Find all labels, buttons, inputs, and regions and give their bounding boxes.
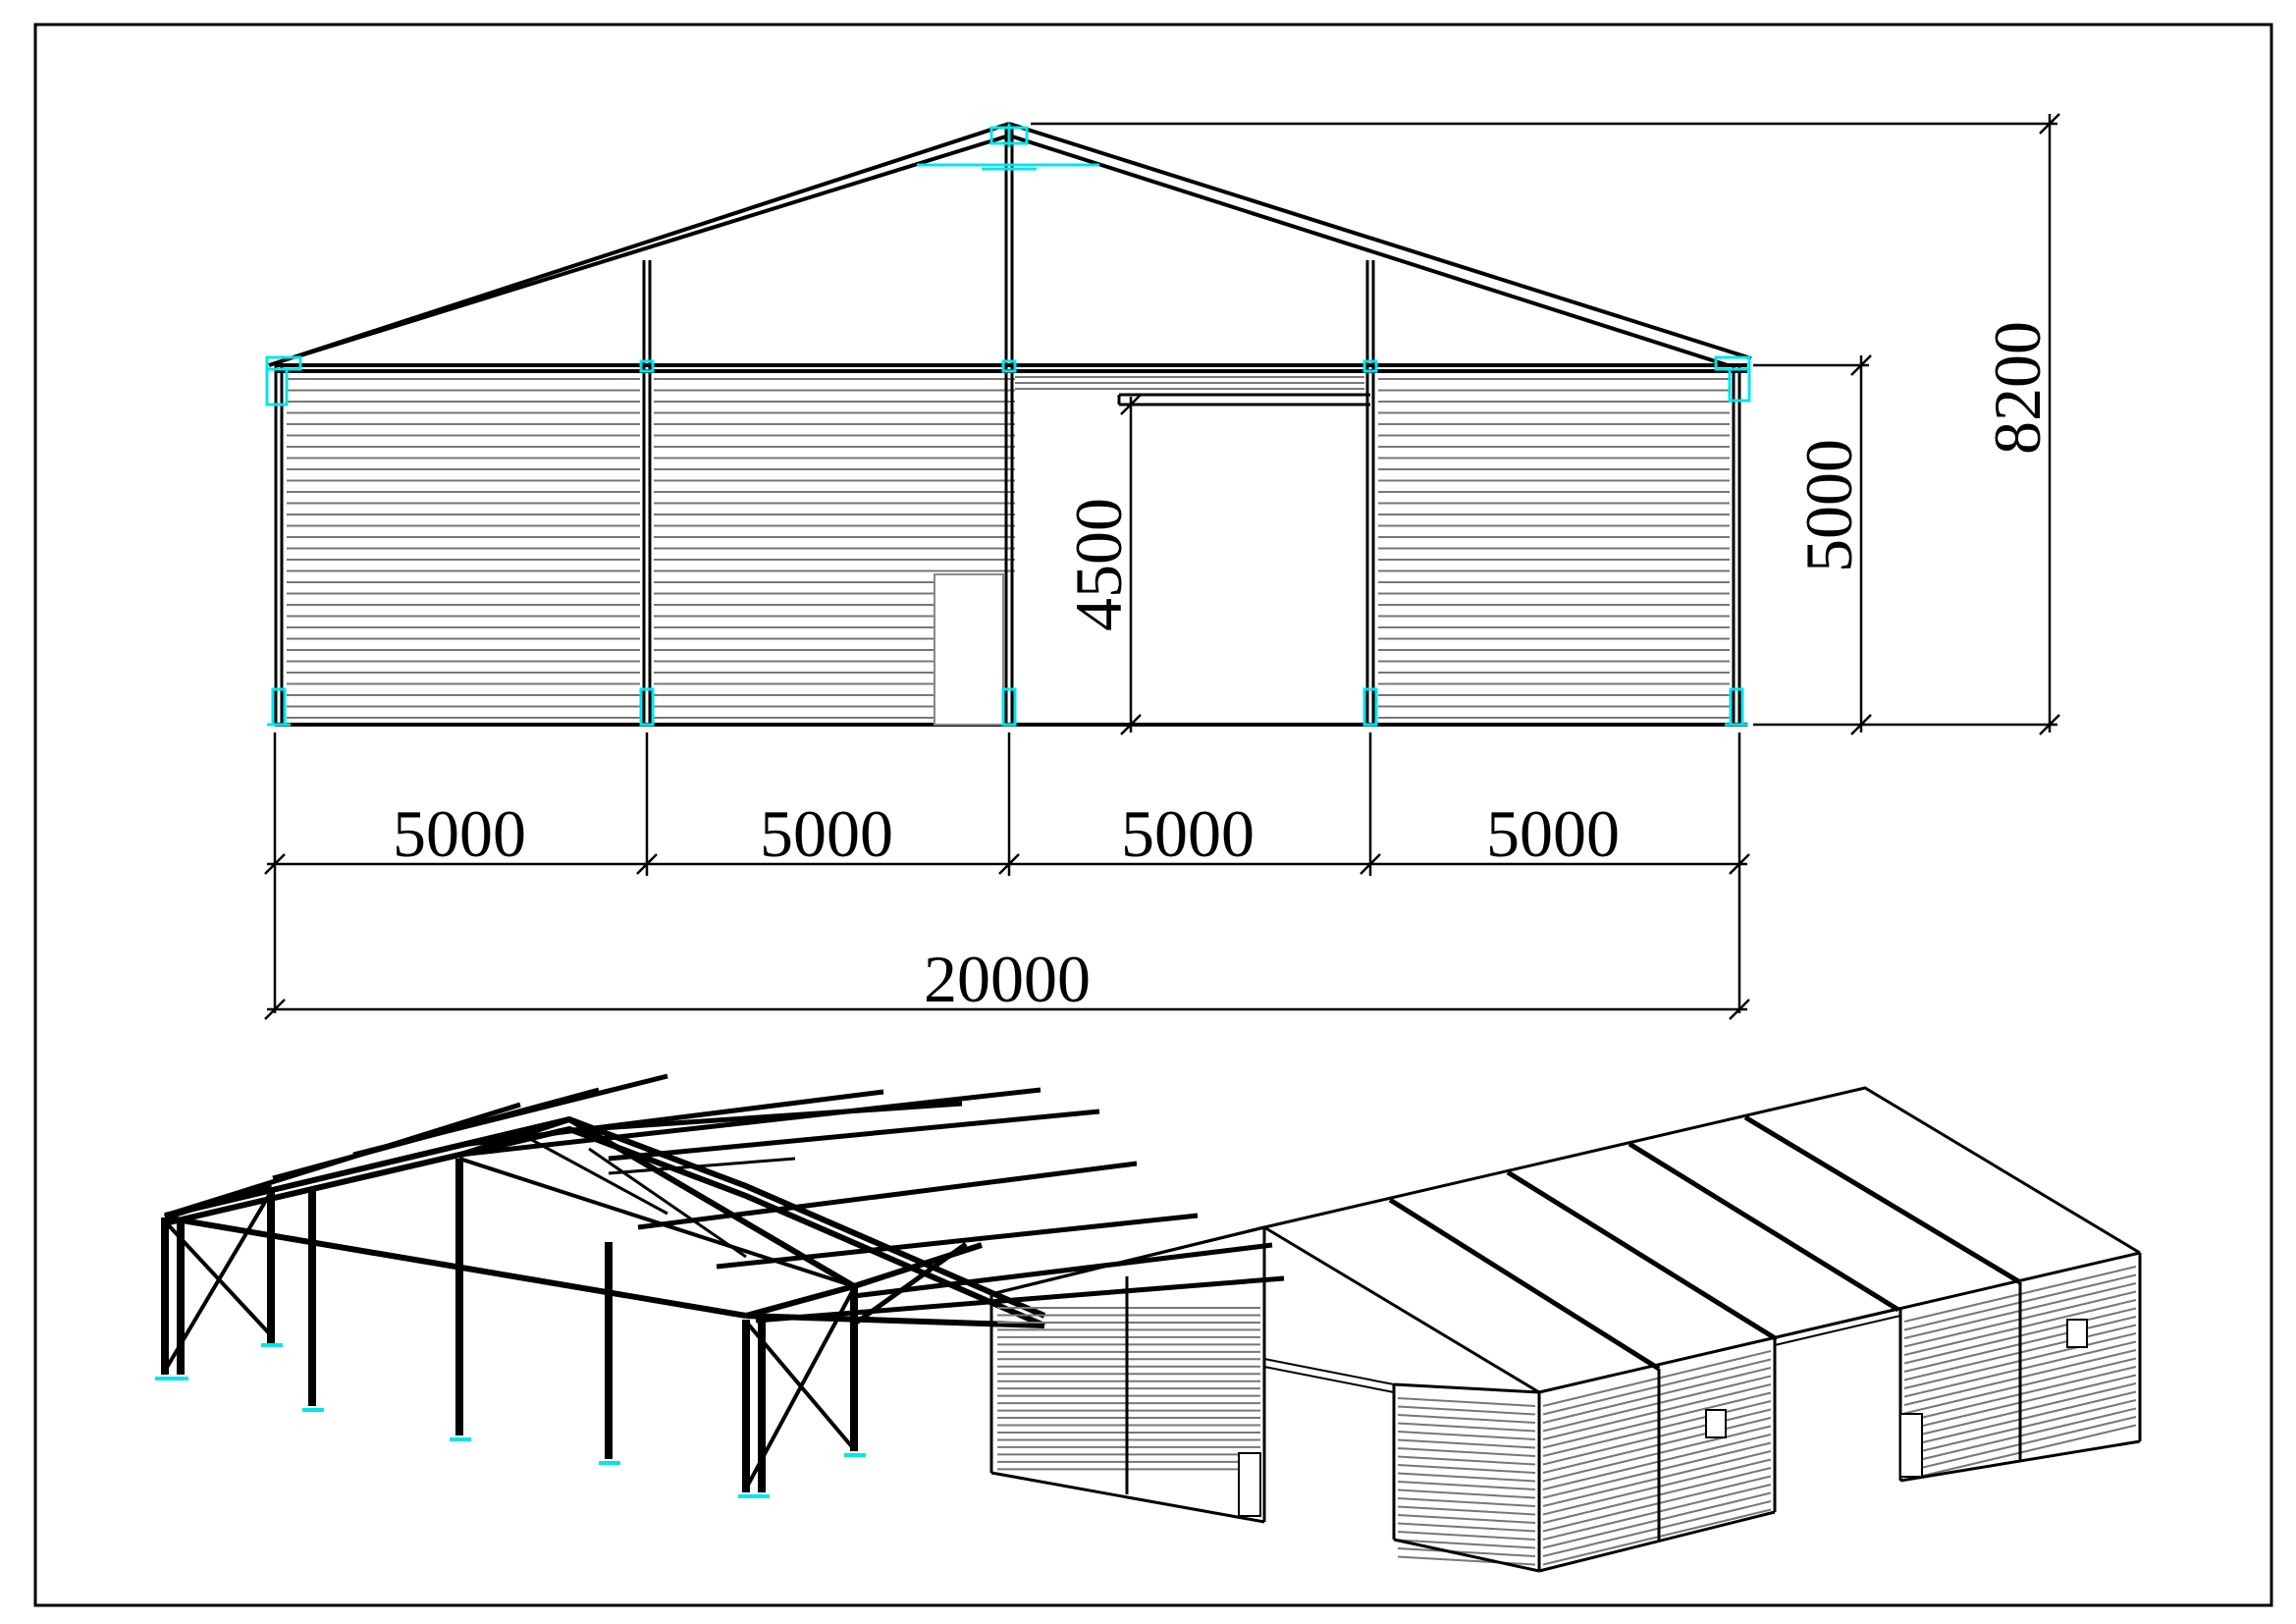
cladding-line [1542,1367,1772,1424]
cladding-line [1542,1491,1772,1549]
cladding-line [1397,1472,1536,1483]
cladding-line [1397,1514,1536,1524]
cladding-line [1542,1391,1772,1449]
dim-total-span: 20000 [924,942,1091,1016]
cladding-line [1542,1467,1772,1524]
cladding-line [1542,1500,1772,1557]
dim-bay-3: 5000 [1121,796,1255,871]
dim-bay-2: 5000 [760,796,893,871]
cladding-line [1397,1397,1536,1407]
cladding-line [1397,1547,1536,1557]
cladding-line [1397,1455,1536,1466]
dim-door-height: 4500 [1061,498,1136,631]
columns [274,128,1741,725]
cladding-line [1397,1497,1536,1507]
dim-bay-4: 5000 [1486,796,1620,871]
cladding-line [1542,1508,1772,1566]
cladding-line [1542,1434,1772,1490]
roof-rafters [268,122,1752,367]
personnel-door [934,573,1004,726]
connector-hardware [265,124,1751,727]
cladding-line [1397,1447,1536,1457]
frame-columns [161,1159,858,1492]
structural-frame-isometric [155,1073,1285,1498]
frame-bracing [163,1157,856,1489]
cladding-line [1397,1481,1536,1490]
clad-side-wall [1397,1266,2137,1566]
wall-cladding [287,376,1730,719]
cladding-line [1397,1464,1536,1474]
frame-rafters [164,1115,1046,1328]
frame-base-plates [155,1343,866,1498]
cladding-line [1397,1405,1536,1416]
cladding-line [1397,1438,1536,1449]
cladding-line [1397,1489,1536,1499]
dim-ridge-height: 8200 [1980,321,2055,455]
cladding-line [1397,1505,1536,1516]
cladding-line [1542,1408,1772,1466]
clad-roof-seams [1388,1114,2022,1372]
cladding-line [1542,1450,1772,1507]
cladding-line [1542,1441,1772,1499]
cladding-line [1397,1555,1536,1566]
cladding-line [1397,1531,1536,1541]
cladding-line [1542,1375,1772,1433]
drawing-border [33,23,2273,1607]
cladding-line [1542,1475,1772,1533]
cladding-line [1542,1458,1772,1516]
cladding-line [1397,1422,1536,1433]
clad-tent-isometric [989,1086,2142,1573]
dim-eave-height: 5000 [1791,439,1866,572]
cladding-line [1542,1383,1772,1440]
dimension-lines [264,113,2060,1020]
clad-gable-wall [997,1307,1260,1471]
clad-eave [989,1225,1266,1473]
cladding-line [1542,1358,1772,1416]
cladding-line [1397,1414,1536,1424]
frame-purlins [164,1073,1285,1328]
dim-bay-1: 5000 [393,796,526,871]
clad-door-openings [1238,1307,1923,1517]
cladding-line [1542,1400,1772,1457]
cladding-line [1397,1431,1536,1440]
door-lintel [1117,393,1370,406]
cladding-line [1397,1522,1536,1533]
cladding-line [1397,1539,1536,1549]
cladding-line [1542,1350,1772,1407]
front-elevation: 5000 5000 5000 5000 20000 4500 5000 8200 [264,113,2060,1020]
cladding-line [1542,1417,1772,1474]
cladding-line [1542,1484,1772,1541]
frame-roof-bracing [529,1137,796,1259]
cladding-line [1542,1425,1772,1483]
clad-windows [1705,1319,2088,1438]
